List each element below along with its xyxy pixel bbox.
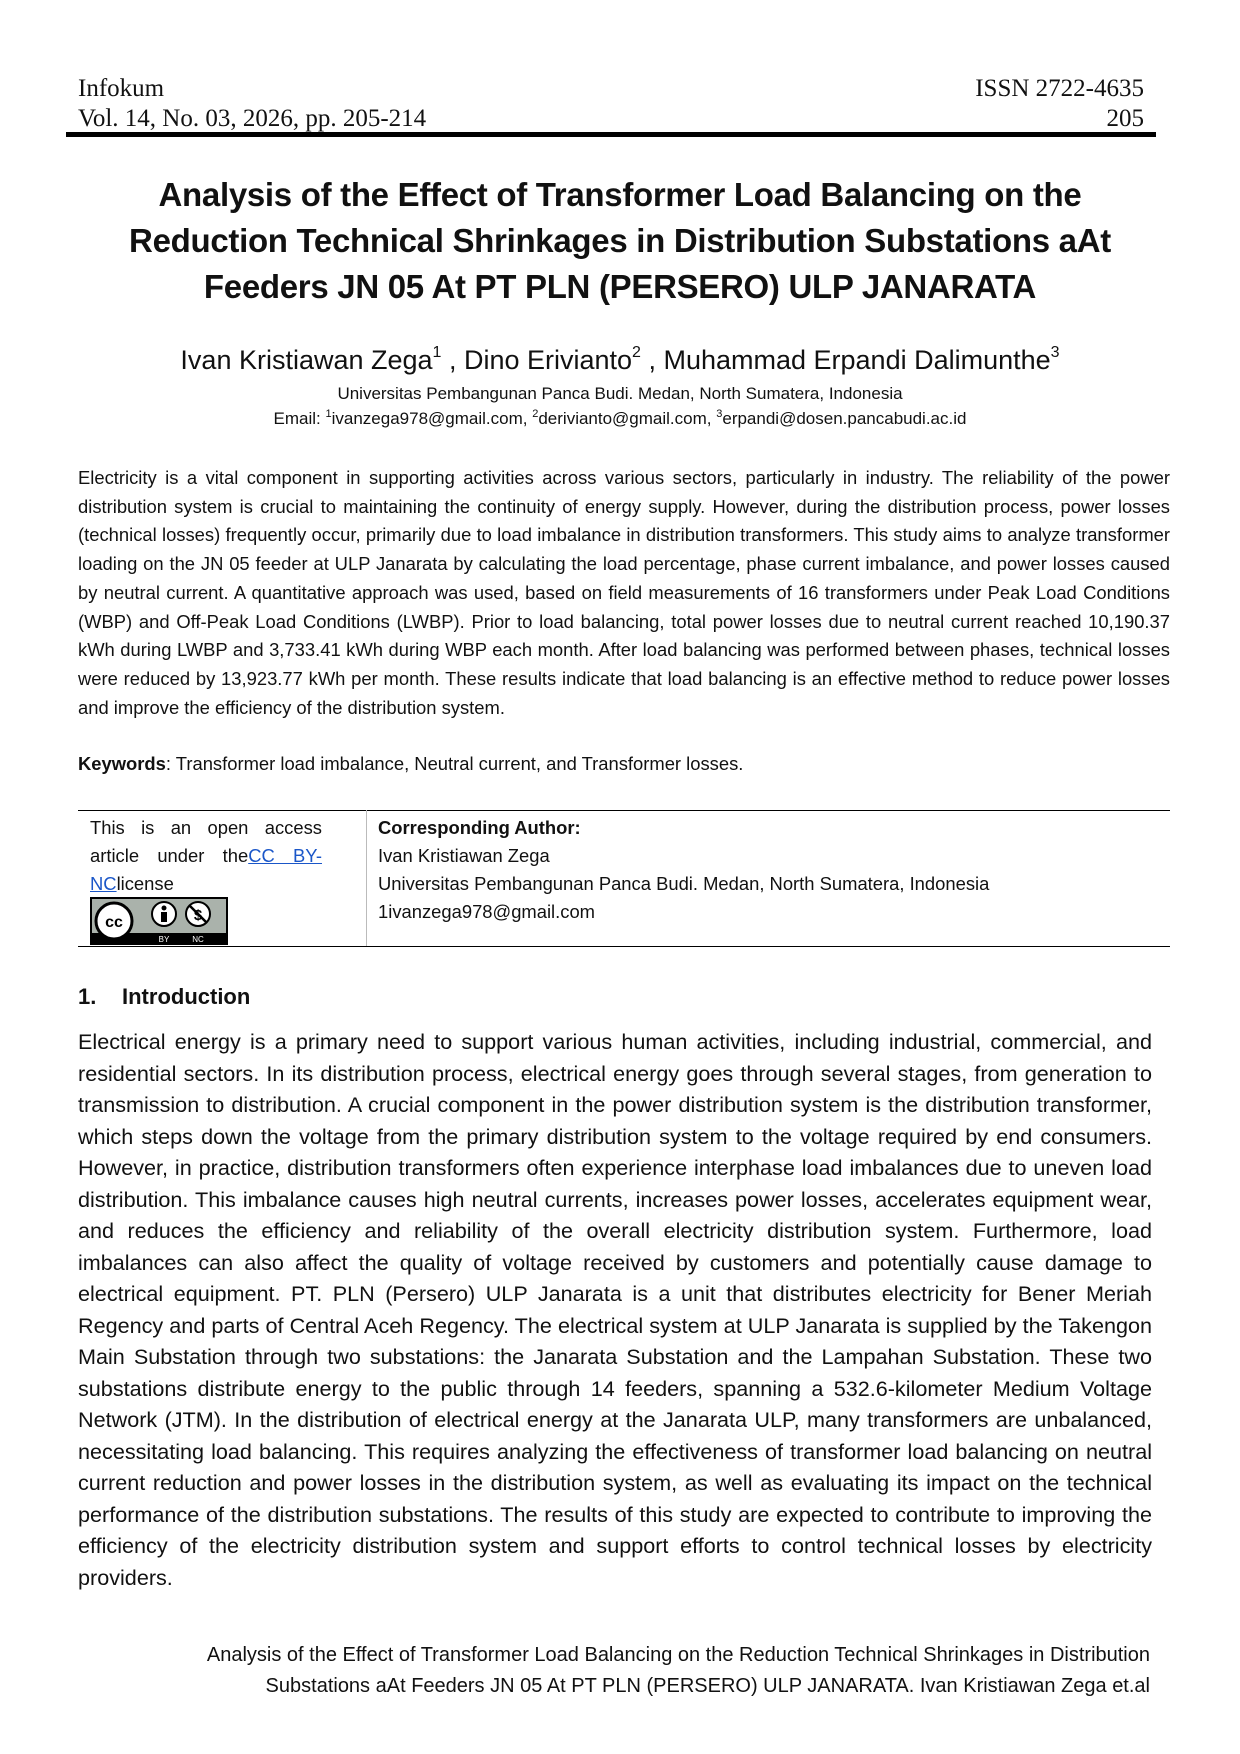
footer-line-1: Analysis of the Effect of Transformer Lo… [206,1644,1150,1666]
section-title: Introduction [122,984,251,1009]
journal-name: Infokum [78,75,165,102]
license-note: This is an open access article under the… [90,814,322,898]
header-rule [66,132,1156,137]
author-sup: 1 [432,344,442,361]
running-footer: Analysis of the Effect of Transformer Lo… [110,1640,1150,1702]
paper-title: Analysis of the Effect of Transformer Lo… [129,176,1111,305]
person-body-icon [161,912,167,922]
table-bottom-rule [78,946,1170,947]
author-list: Ivan Kristiawan Zega1 , Dino Erivianto2 … [180,344,1060,376]
keywords-label: Keywords [78,753,166,774]
corresponding-name: Ivan Kristiawan Zega [378,845,550,866]
keywords: Keywords: Transformer load imbalance, Ne… [78,750,1170,778]
email-sup: 3 [716,408,723,420]
table-column-divider [366,810,367,946]
license-text-after: license [116,873,174,894]
license-link[interactable]: CC BY-NC [90,845,322,894]
cc-by-nc-badge-icon[interactable]: cc $ BY NC [90,897,228,945]
author-name: Muhammad Erpandi Dalimunthe [663,345,1051,375]
email-address[interactable]: ivanzega978@gmail.com [331,409,523,428]
email-address[interactable]: erpandi@dosen.pancabudi.ac.id [722,409,967,428]
author-sup: 3 [1050,344,1060,361]
license-text: This is an open access article under the [90,817,322,866]
cc-badge-cc-text: cc [105,914,123,931]
running-header-right: ISSN 2722-4635 205 [975,74,1144,134]
author-name: Ivan Kristiawan Zega [180,345,433,375]
footer-line-2: Substations aAt Feeders JN 05 At PT PLN … [265,1675,1150,1697]
author-sup: 2 [632,344,641,361]
keywords-text: : Transformer load imbalance, Neutral cu… [165,753,744,774]
no-strike-icon [188,904,208,924]
corresponding-label: Corresponding Author: [378,817,581,838]
corresponding-affiliation: Universitas Pembangunan Panca Budi. Meda… [378,873,990,894]
introduction-paragraph: Electrical energy is a primary need to s… [78,1029,1152,1590]
email-separator: , [522,409,533,428]
affiliation: Universitas Pembangunan Panca Budi. Meda… [337,384,903,403]
email-separator: , [706,409,717,428]
issn: ISSN 2722-4635 [975,75,1144,102]
corresponding-author: Corresponding Author: Ivan Kristiawan Ze… [378,814,1158,926]
email-line: Email: 1ivanzega978@gmail.com, 2derivian… [80,407,1160,431]
section-heading: 1. Introduction [78,982,250,1012]
cc-badge-by-text: BY [159,935,170,944]
corresponding-email[interactable]: 1ivanzega978@gmail.com [378,901,595,922]
email-prefix: Email: [273,409,326,428]
page-number: 205 [1106,105,1145,132]
email-address[interactable]: derivianto@gmail.com [538,409,707,428]
volume-info: Vol. 14, No. 03, 2026, pp. 205-214 [78,105,427,132]
author-name: Dino Erivianto [463,345,633,375]
person-icon [161,905,167,911]
abstract: Electricity is a vital component in supp… [78,467,1170,718]
section-number: 1. [78,984,97,1009]
running-header-left: Infokum Vol. 14, No. 03, 2026, pp. 205-2… [78,74,426,134]
cc-badge-nc-text: NC [192,935,204,944]
table-top-rule [78,810,1170,811]
email-sup: 1 [325,408,332,420]
email-sup: 2 [532,408,539,420]
